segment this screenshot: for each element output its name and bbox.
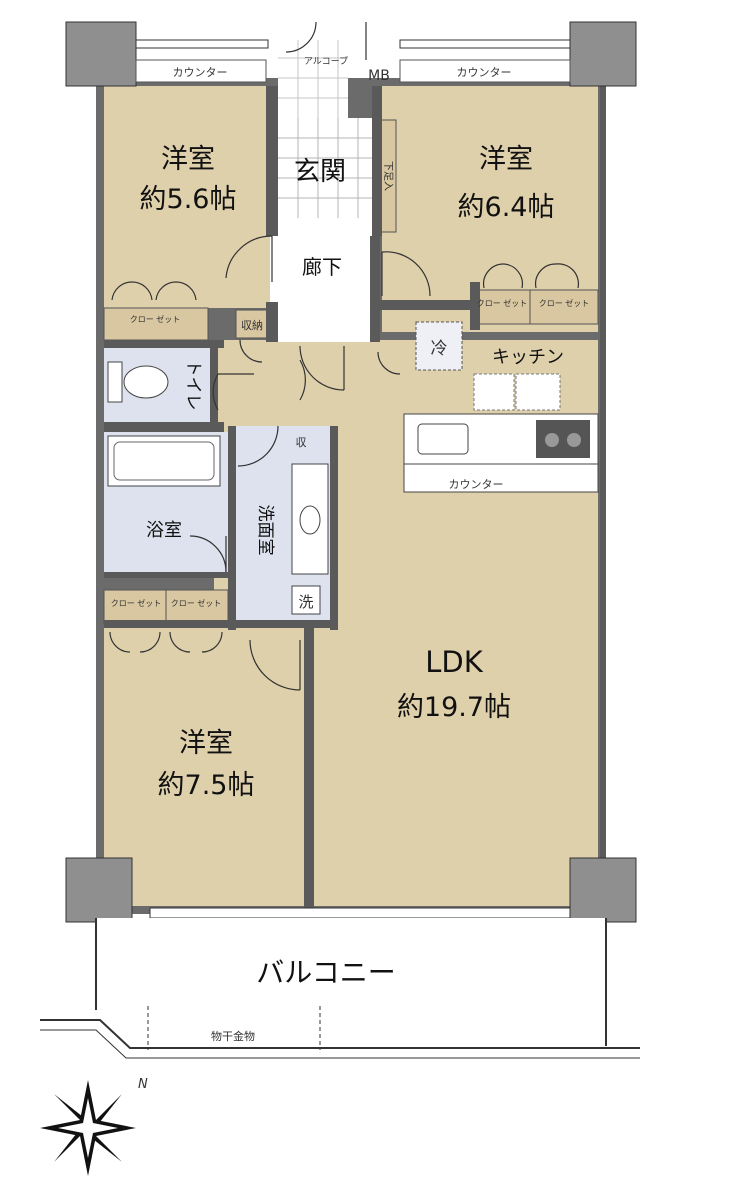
- closet-nw: [103, 307, 209, 341]
- alcove-tiles: [278, 40, 348, 118]
- closet-ne-label-2: クロー ゼット: [539, 298, 590, 308]
- kitchen-counter: [403, 413, 599, 493]
- pantry-label: 収: [296, 436, 307, 449]
- balcony: [40, 918, 640, 1059]
- toilet-fixture: [107, 361, 169, 403]
- fridge-box: [415, 321, 463, 371]
- ldk-size: 約19.7帖: [397, 692, 511, 723]
- column-se: [569, 857, 637, 923]
- hallway-label: 廊下: [302, 255, 342, 279]
- closet-sw-label-2: クロー ゼット: [171, 598, 222, 608]
- entrance-label: 玄関: [294, 157, 346, 187]
- compass-icon: [40, 1080, 136, 1176]
- alcove-floor: [278, 40, 348, 118]
- room-sw-size: 約7.5帖: [158, 770, 255, 801]
- doors: [109, 21, 580, 691]
- counter-ne-label: カウンター: [457, 66, 512, 79]
- washer-label: 洗: [298, 593, 313, 611]
- room-sw-name: 洋室: [179, 728, 233, 759]
- room-ne-name: 洋室: [479, 144, 533, 175]
- column-ne: [569, 21, 637, 87]
- room-nw-floor: [104, 86, 270, 308]
- bath-label: 浴室: [146, 520, 182, 541]
- counter-kitchen-label: カウンター: [449, 478, 504, 491]
- counter-nw-label: カウンター: [173, 66, 228, 79]
- room-sw-floor: [104, 628, 304, 906]
- shoe-box-label: 下足入: [382, 161, 394, 191]
- closet-nw-label: クロー ゼット: [130, 314, 181, 324]
- column-nw: [65, 21, 137, 87]
- bathtub: [107, 435, 221, 487]
- drying-hardware-label: 物干金物: [211, 1029, 255, 1043]
- counters: [135, 59, 571, 83]
- kitchen-cabinets: [473, 373, 561, 411]
- washroom-label: 洗面室: [255, 505, 275, 556]
- entrance-floor: [278, 118, 372, 218]
- north-label: N: [138, 1077, 148, 1092]
- entrance-tiles: [278, 118, 372, 218]
- toilet-label: トイレ: [183, 360, 203, 411]
- fridge-label: 冷: [431, 339, 448, 359]
- ldk-name: LDK: [425, 645, 483, 679]
- interior-walls: [104, 86, 606, 908]
- balcony-label: バルコニー: [256, 956, 395, 989]
- mb-label: MB: [368, 68, 390, 84]
- room-ne-size: 約6.4帖: [458, 192, 555, 223]
- closet-sw-label-1: クロー ゼット: [111, 598, 162, 608]
- sink: [291, 463, 329, 575]
- column-sw: [65, 857, 133, 923]
- room-nw-name: 洋室: [161, 144, 215, 175]
- kitchen-label: キッチン: [492, 347, 564, 368]
- hallway-floor: [270, 218, 380, 342]
- closet-ne-label-1: クロー ゼット: [477, 298, 528, 308]
- washer-box: [291, 585, 321, 615]
- room-nw-size: 約5.6帖: [140, 184, 237, 215]
- alcove-label: アルコーブ: [304, 55, 348, 67]
- storage-label: 収納: [241, 319, 263, 332]
- closet-ne: [473, 289, 599, 325]
